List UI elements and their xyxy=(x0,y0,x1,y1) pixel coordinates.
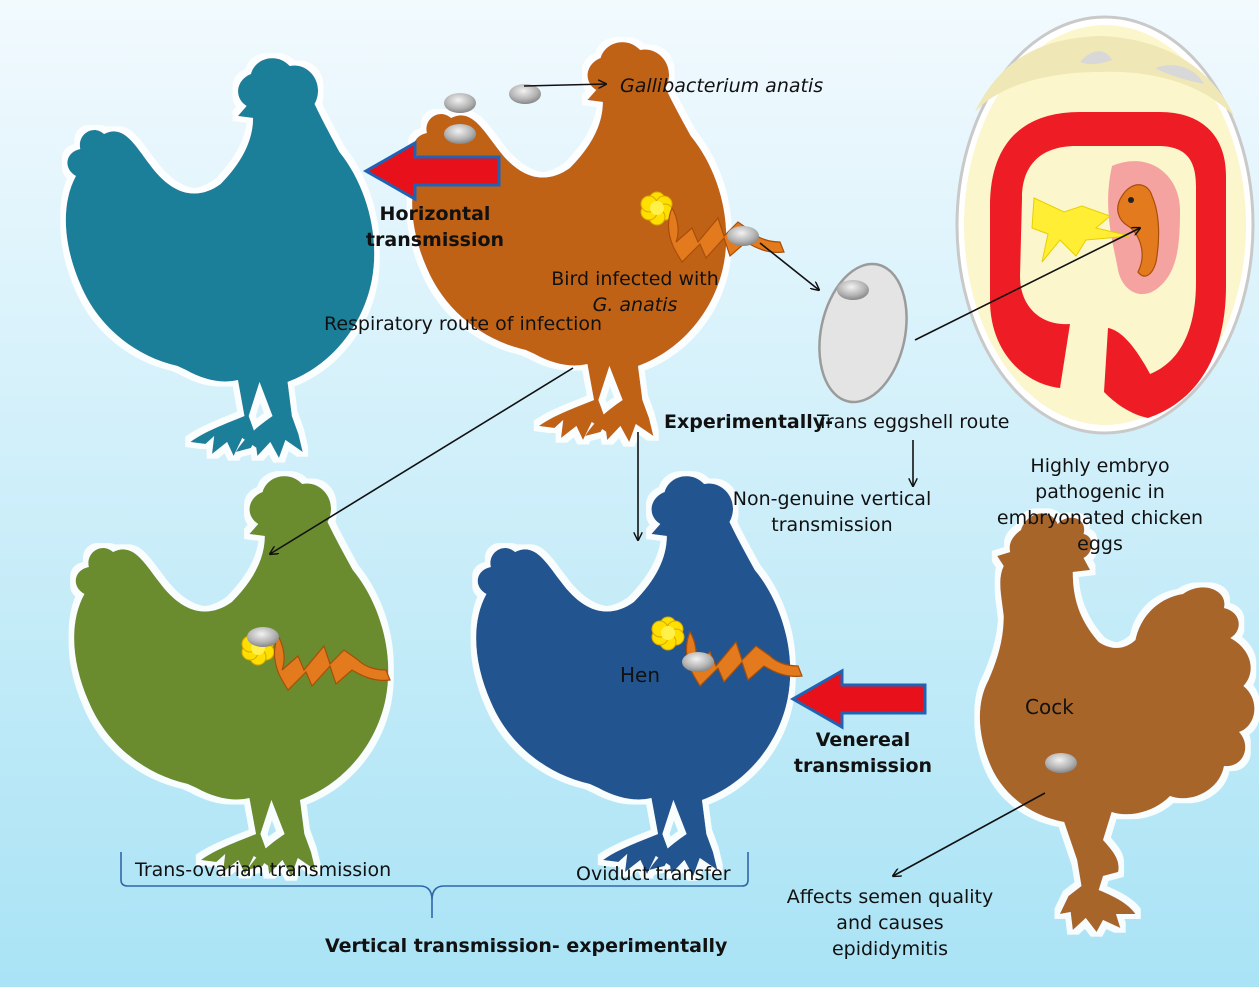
bacterium-icon xyxy=(509,84,541,104)
respiratory-label: Respiratory route of infection xyxy=(324,311,602,337)
embryonated-egg xyxy=(957,17,1253,433)
venereal-label: Venereal transmission xyxy=(793,727,933,779)
trans-eggshell-label: Trans eggshell route xyxy=(817,409,1010,435)
horizontal-label-line2: transmission xyxy=(355,227,515,253)
hen-label: Hen xyxy=(620,662,660,688)
bacterium-icon xyxy=(247,627,279,647)
vertical-transmission-label: Vertical transmission- experimentally xyxy=(325,933,727,959)
non-genuine-line1: Non-genuine vertical xyxy=(727,486,937,512)
venereal-line2: transmission xyxy=(793,753,933,779)
non-genuine-line2: transmission xyxy=(727,512,937,538)
horizontal-label: Horizontal transmission xyxy=(355,201,515,253)
trans-ovarian-label: Trans-ovarian transmission xyxy=(135,857,391,883)
bacterium-icon xyxy=(1045,753,1077,773)
cock-label: Cock xyxy=(1025,694,1074,720)
bacterium-icon xyxy=(444,124,476,144)
venereal-line1: Venereal xyxy=(793,727,933,753)
experimentally-label: Experimentally- xyxy=(664,409,833,435)
embryo-line1: Highly embryo pathogenic in xyxy=(975,453,1225,505)
infected-bird-line1: Bird infected with xyxy=(545,266,725,292)
bacterium-icon xyxy=(682,652,714,672)
semen-effect-label: Affects semen quality and causes epididy… xyxy=(780,884,1000,962)
bacterium-icon xyxy=(444,93,476,113)
horizontal-label-line1: Horizontal xyxy=(355,201,515,227)
embryo-line2: embryonated chicken eggs xyxy=(975,505,1225,557)
pathogen-label: Gallibacterium anatis xyxy=(620,73,823,99)
semen-line1: Affects semen quality xyxy=(780,884,1000,910)
semen-line2: and causes xyxy=(780,910,1000,936)
embryo-pathogenic-label: Highly embryo pathogenic in embryonated … xyxy=(975,453,1225,557)
bacterium-icon xyxy=(727,226,759,246)
oviduct-transfer-label: Oviduct transfer xyxy=(576,861,731,887)
non-genuine-label: Non-genuine vertical transmission xyxy=(727,486,937,538)
semen-line3: epididymitis xyxy=(780,936,1000,962)
